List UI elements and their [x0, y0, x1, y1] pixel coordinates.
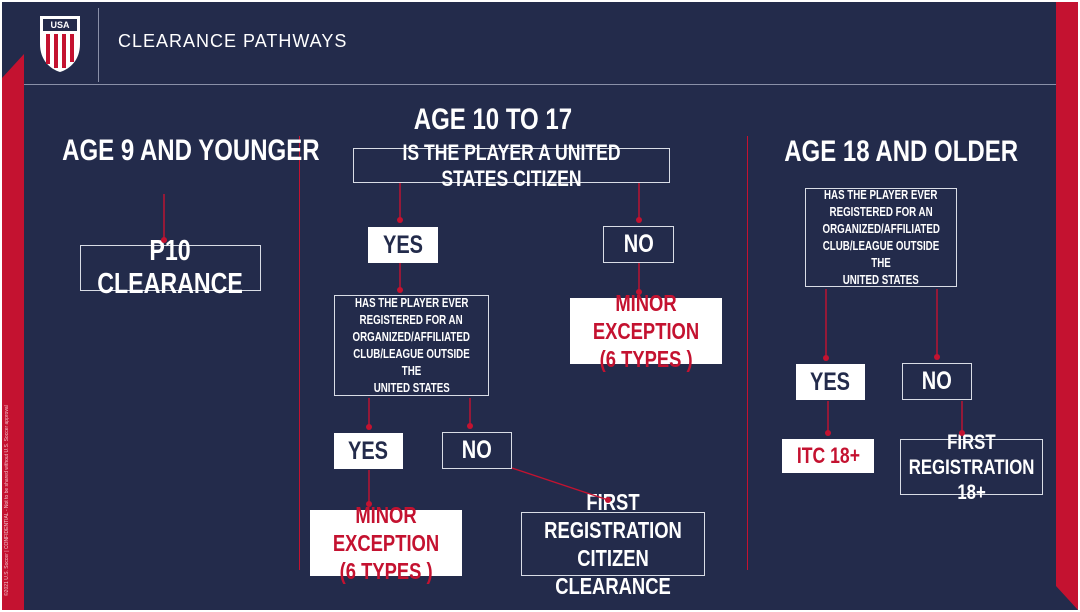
first-registration-citizen-box: FIRST REGISTRATION CITIZEN CLEARANCE — [521, 489, 705, 599]
citizen-yes-box: YES — [368, 227, 438, 263]
right-question-line: CLUB/LEAGUE OUTSIDE THE — [822, 238, 940, 270]
page-title: CLEARANCE PATHWAYS — [118, 32, 347, 50]
right-registration-question-box: HAS THE PLAYER EVER REGISTERED FOR AN OR… — [805, 188, 957, 287]
middle-question-line: CLUB/LEAGUE OUTSIDE THE — [353, 346, 470, 378]
logo-text: USA — [50, 20, 70, 30]
minor-exception-bottom-line2: (6 TYPES ) — [339, 558, 433, 584]
middle-registration-question-box: HAS THE PLAYER EVER REGISTERED FOR AN OR… — [334, 295, 489, 396]
footer-note-text: ©2021 U.S. Soccer | CONFIDENTIAL - Not t… — [4, 405, 10, 596]
first-registration-18-box: FIRST REGISTRATION 18+ — [900, 431, 1043, 504]
header-divider — [98, 8, 99, 82]
itc-18-text: ITC 18+ — [796, 443, 860, 468]
middle-question-line: HAS THE PLAYER EVER — [354, 295, 469, 310]
citizen-no-box: NO — [603, 226, 674, 263]
middle-question-line: REGISTERED FOR AN — [359, 312, 464, 327]
right-question-line: HAS THE PLAYER EVER — [824, 187, 938, 202]
first-registration-18-line2: REGISTRATION 18+ — [908, 455, 1035, 504]
minor-exception-top-line2: (6 TYPES ) — [599, 346, 693, 372]
heading-age-10-17: AGE 10 TO 17 — [380, 105, 606, 135]
middle-question-line: ORGANIZED/AFFILIATED — [352, 329, 471, 344]
right-no-text: NO — [922, 367, 952, 395]
header-rule — [24, 84, 1056, 85]
middle-sub-no-text: NO — [462, 436, 492, 464]
middle-question-line: UNITED STATES — [373, 380, 450, 395]
middle-sub-no-box: NO — [442, 432, 512, 469]
right-no-box: NO — [902, 363, 972, 400]
middle-sub-yes-box: YES — [334, 433, 403, 469]
page-title-text: CLEARANCE PATHWAYS — [118, 31, 348, 51]
minor-exception-bottom-box: MINOR EXCEPTION (6 TYPES ) — [310, 502, 462, 584]
footer-note: ©2021 U.S. Soccer | CONFIDENTIAL - Not t… — [4, 405, 10, 596]
usa-crest-logo: USA — [38, 14, 82, 74]
column-divider-right — [747, 136, 748, 570]
citizen-yes-text: YES — [382, 230, 424, 259]
right-question-line: REGISTERED FOR AN — [829, 204, 933, 219]
right-question-line: UNITED STATES — [842, 272, 920, 287]
itc-18-box: ITC 18+ — [782, 439, 874, 473]
right-yes-text: YES — [810, 367, 851, 396]
minor-exception-top-line1: MINOR EXCEPTION — [592, 290, 700, 344]
heading-age-9-younger-text: AGE 9 AND YOUNGER — [62, 134, 320, 167]
heading-age-18-older: AGE 18 AND OLDER — [755, 137, 1018, 167]
first-registration-18-line1: FIRST — [947, 430, 996, 454]
heading-age-10-17-text: AGE 10 TO 17 — [413, 103, 573, 136]
heading-age-9-younger: AGE 9 AND YOUNGER — [30, 136, 319, 166]
middle-sub-yes-text: YES — [348, 436, 389, 465]
first-registration-citizen-line1: FIRST REGISTRATION — [544, 489, 682, 543]
citizen-no-text: NO — [623, 230, 654, 258]
citizen-question-text: IS THE PLAYER A UNITED STATES CITIZEN — [402, 139, 621, 191]
p10-clearance-box: P10 CLEARANCE — [80, 235, 261, 300]
minor-exception-bottom-line1: MINOR EXCEPTION — [332, 502, 440, 556]
right-question-line: ORGANIZED/AFFILIATED — [822, 221, 940, 236]
minor-exception-top-box: MINOR EXCEPTION (6 TYPES ) — [570, 290, 722, 372]
citizen-question-box: IS THE PLAYER A UNITED STATES CITIZEN — [353, 140, 670, 191]
column-divider-left — [299, 136, 300, 570]
heading-age-18-older-text: AGE 18 AND OLDER — [784, 135, 1019, 168]
p10-clearance-text: P10 CLEARANCE — [97, 235, 244, 300]
right-yes-box: YES — [796, 364, 865, 400]
first-registration-citizen-line2: CITIZEN CLEARANCE — [555, 545, 671, 599]
